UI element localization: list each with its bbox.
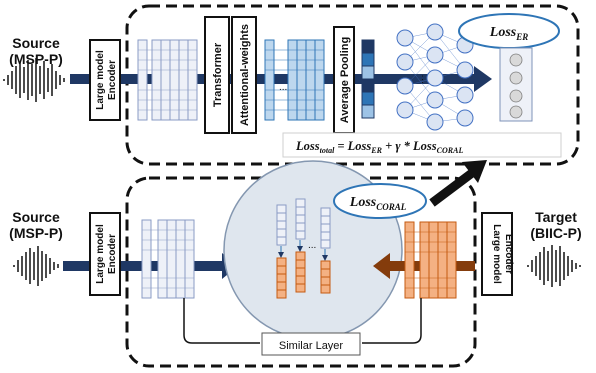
target-sub: (BIIC-P) — [530, 225, 581, 241]
transformer-box — [204, 16, 230, 134]
top-feature-stack-2: ... — [264, 39, 325, 121]
target-encoder-label-1: Large model — [491, 224, 502, 284]
loss-coral-bubble — [333, 183, 427, 219]
top-waveform — [3, 58, 65, 102]
coral-to-total-arrowhead — [462, 160, 487, 183]
attention-box — [231, 16, 257, 134]
bottom-source-sub: (MSP-P) — [9, 225, 63, 241]
total-loss-formula: Losstotal = LossER + γ * LossCORAL — [295, 139, 463, 155]
top-panel-border — [125, 4, 580, 166]
bottom-source-waveform — [13, 246, 59, 286]
emotion-face-icons — [509, 53, 523, 119]
loss-er-label: LossER — [489, 25, 528, 42]
target-flow-arrowhead — [373, 253, 390, 279]
circle-ellipsis: ... — [308, 240, 316, 251]
top-encoder-box — [89, 39, 121, 121]
similar-layer-bracket — [183, 298, 422, 344]
alignment-arrows — [278, 240, 328, 261]
coral-to-total-arrow — [429, 169, 475, 207]
target-waveform — [527, 245, 581, 287]
bottom-panel-border — [125, 176, 477, 368]
average-pooling-label: Average Pooling — [339, 37, 351, 123]
target-encoder-label-2: Encoder — [503, 234, 514, 274]
top-encoder-label-1: Large model — [95, 50, 106, 110]
top-source-label: Source — [12, 35, 60, 51]
target-vectors-in-circle — [276, 251, 331, 299]
pooled-vector — [361, 39, 375, 119]
top-feature-stack-1 — [137, 39, 198, 121]
svg-text:⋮: ⋮ — [418, 74, 427, 84]
target-label: Target — [535, 209, 577, 225]
similar-layer-box — [261, 332, 361, 356]
total-loss-box — [282, 132, 562, 158]
bottom-source-encoder-box — [89, 212, 121, 296]
bottom-source-feature-stack — [141, 219, 195, 299]
top-flow-arrowhead — [474, 66, 492, 92]
loss-coral-label: LossCORAL — [349, 195, 407, 212]
attention-label: Attentional-weights — [239, 24, 251, 126]
target-encoder-box — [481, 212, 513, 296]
similar-layer-label: Similar Layer — [279, 340, 344, 352]
bottom-source-encoder-label-1: Large model — [95, 224, 106, 284]
source-vectors-in-circle — [276, 198, 331, 249]
target-feature-stack — [404, 221, 457, 299]
transformer-label: Transformer — [212, 42, 224, 107]
svg-text:...: ... — [279, 82, 287, 93]
bottom-source-encoder-label-2: Encoder — [107, 234, 118, 274]
bottom-source-label: Source — [12, 209, 60, 225]
top-encoder-label-2: Encoder — [107, 60, 118, 100]
mlp-network: ⋮ — [396, 23, 474, 131]
